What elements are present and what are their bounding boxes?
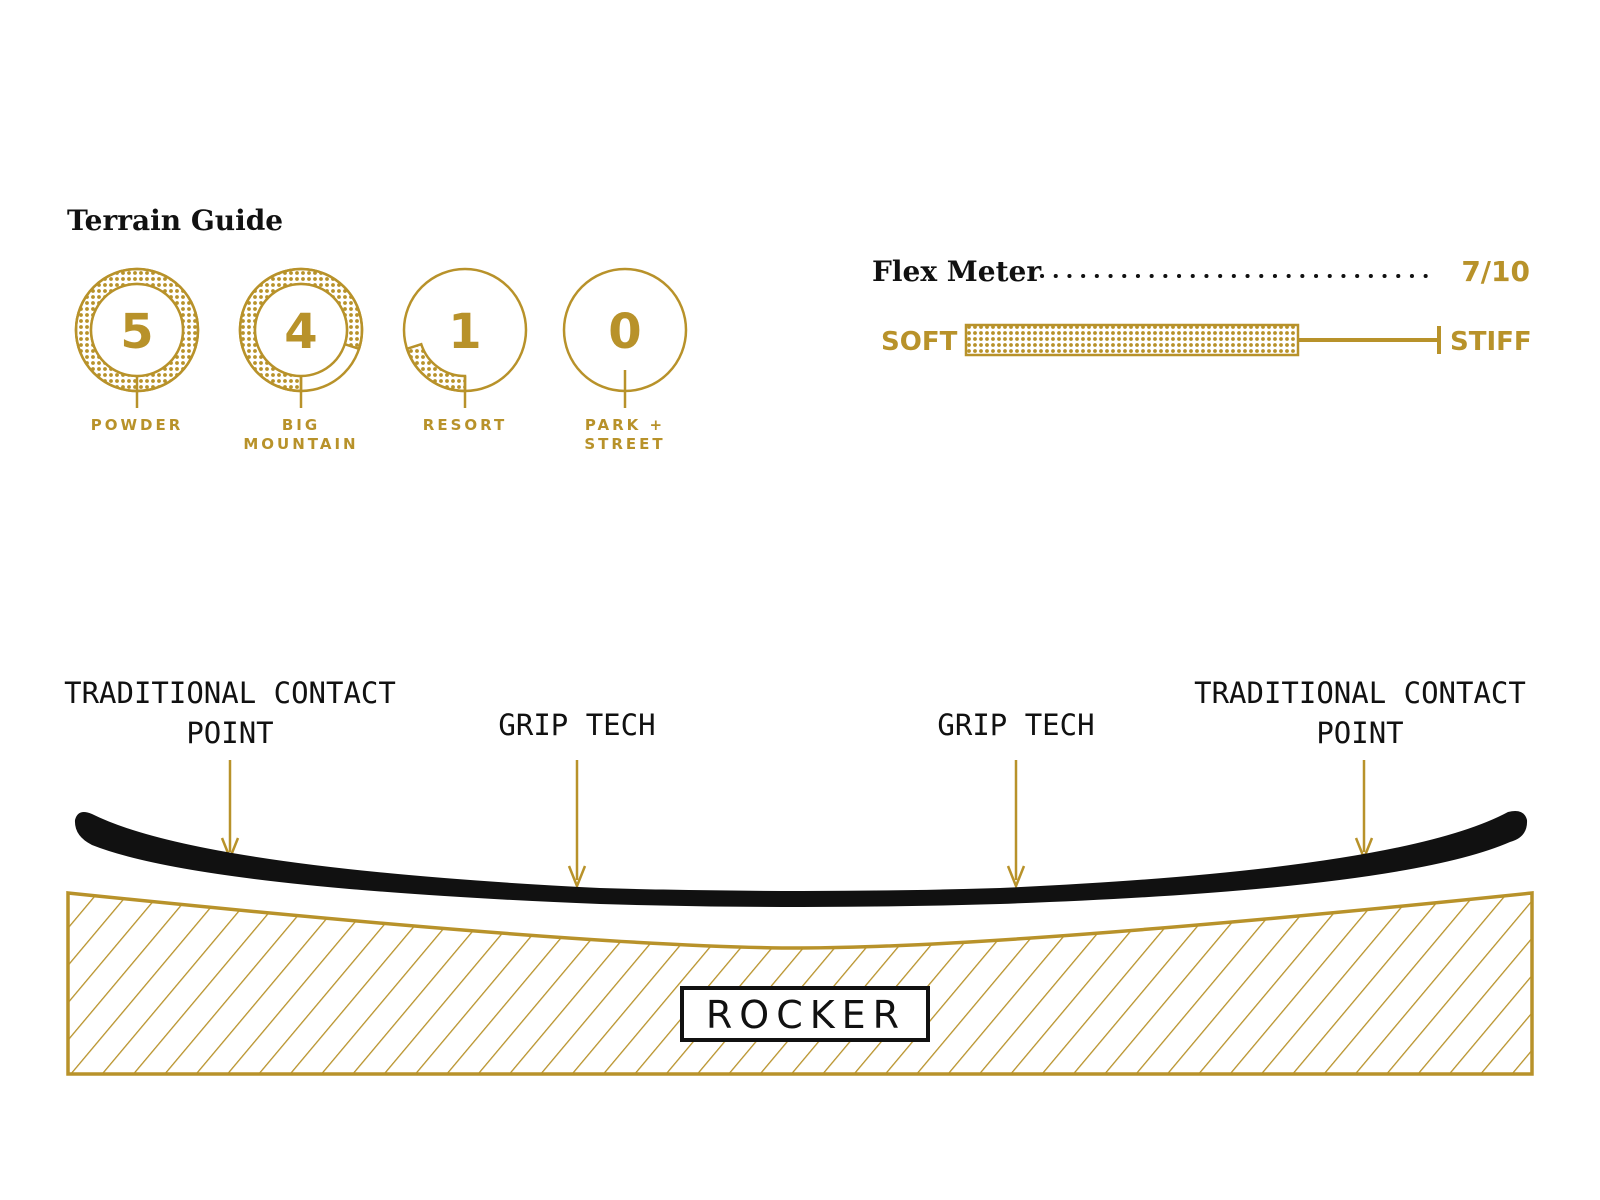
callout-label-line: GRIP TECH — [937, 708, 1094, 742]
terrain-gauge-big-mountain: 4 BIG MOUNTAIN — [238, 267, 364, 453]
flex-soft-label: SOFT — [881, 327, 958, 357]
terrain-gauge-park-street: 0 PARK + STREET — [562, 267, 688, 453]
rocker-label: ROCKER — [706, 993, 906, 1037]
terrain-score: 0 — [608, 304, 641, 360]
terrain-guide-title: Terrain Guide — [67, 204, 283, 237]
callout-label-line: TRADITIONAL CONTACT — [64, 676, 396, 710]
flex-meter-fill — [964, 323, 1300, 357]
flex-stiff-label: STIFF — [1450, 327, 1532, 357]
terrain-label-line: PARK + — [585, 416, 665, 434]
terrain-label-line: MOUNTAIN — [243, 435, 358, 453]
flex-meter: Flex Meter 7/10 SOFT STIFF — [872, 255, 1532, 357]
terrain-label-line: POWDER — [91, 416, 184, 434]
flex-meter-title: Flex Meter — [872, 255, 1042, 288]
snowboard-profile — [74, 811, 1528, 907]
callout-arrow-head — [567, 865, 587, 890]
callout-label-line: GRIP TECH — [498, 708, 655, 742]
terrain-score: 4 — [284, 304, 317, 360]
flex-meter-end-cap — [1437, 326, 1441, 354]
callout-arrow-head — [1006, 865, 1026, 890]
rocker-label-box — [680, 986, 930, 1042]
callout-label-line: TRADITIONAL CONTACT — [1194, 676, 1526, 710]
terrain-label-line: BIG — [282, 416, 320, 434]
terrain-gauge-powder: 5 POWDER — [74, 267, 200, 434]
callout-label-line: POINT — [1316, 716, 1403, 750]
terrain-score: 5 — [120, 304, 153, 360]
terrain-ground-hatch — [66, 891, 1534, 1076]
terrain-gauge-resort: 1 RESORT — [402, 267, 528, 434]
terrain-score: 1 — [448, 304, 481, 360]
profile-diagram: TRADITIONAL CONTACT POINT GRIP TECH GRIP… — [64, 676, 1534, 1076]
terrain-guide: Terrain Guide 5 POWDER 4 BIG MOUNTAIN 1 — [67, 204, 688, 453]
terrain-label-line: RESORT — [423, 416, 507, 434]
callout-label-line: POINT — [186, 716, 273, 750]
terrain-label-line: STREET — [584, 435, 665, 453]
flex-meter-rating: 7/10 — [1461, 255, 1530, 288]
